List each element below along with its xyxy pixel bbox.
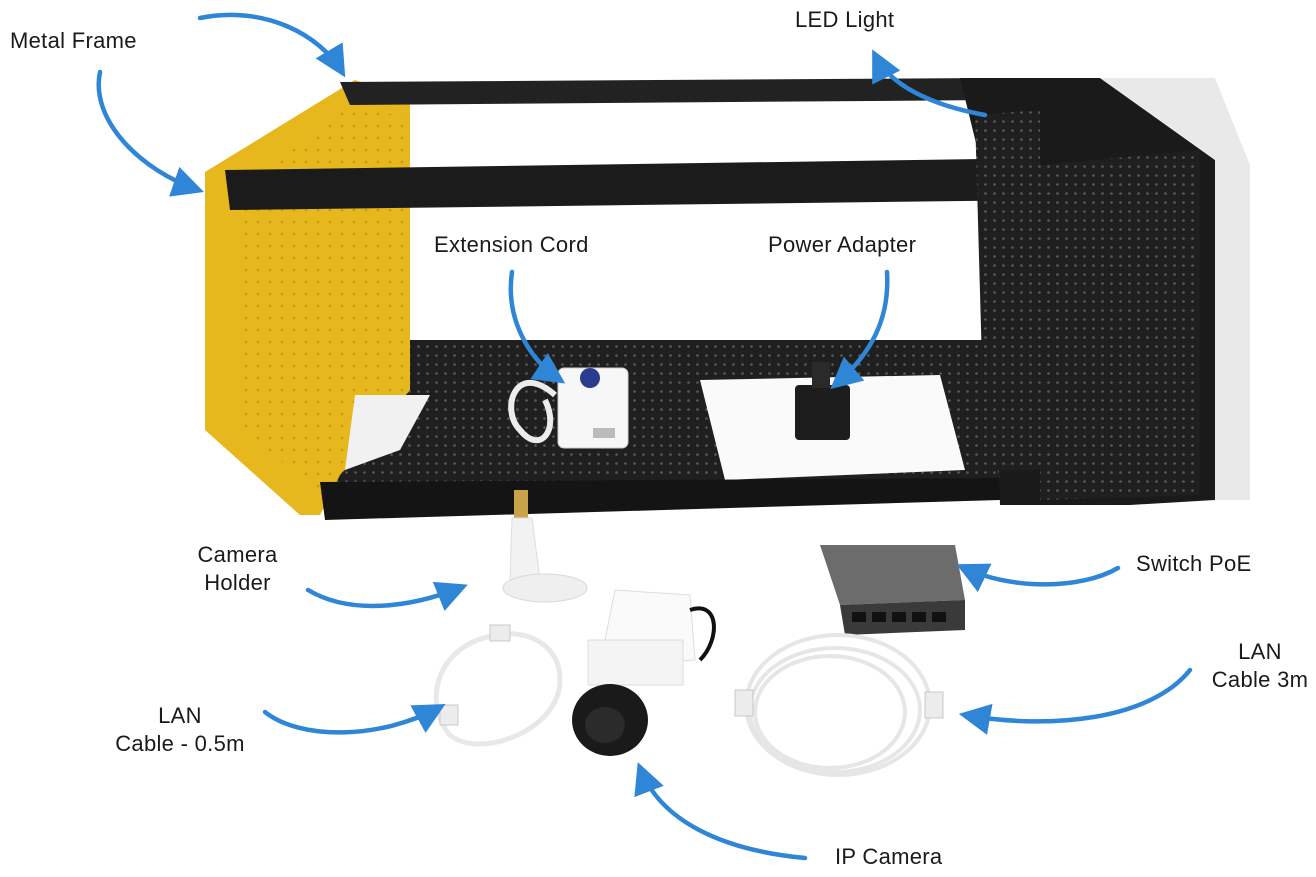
- label-lan-cable-long: LAN Cable 3m: [1210, 638, 1310, 694]
- label-camera-holder-line1: Camera: [197, 542, 278, 567]
- arrow-switch-poe: [956, 563, 1121, 593]
- extension-cord: [508, 367, 629, 449]
- label-extension-cord: Extension Cord: [434, 232, 589, 257]
- metal-frame: [205, 78, 1250, 520]
- callout-arrows: [96, 12, 1193, 861]
- arrow-metal-frame-side: [96, 69, 204, 197]
- switch-poe: [820, 545, 965, 635]
- bottom-rail: [320, 478, 1000, 520]
- arrow-metal-frame-top: [197, 12, 346, 78]
- top-rail-front: [225, 158, 1050, 210]
- arrow-power-adapter: [830, 269, 890, 390]
- right-inner-perforation: [975, 110, 1040, 470]
- label-camera-holder-line2: Holder: [204, 570, 271, 595]
- power-adapter: [795, 362, 850, 440]
- label-lan-short-line1: LAN: [158, 703, 202, 728]
- label-led-light: LED Light: [795, 7, 895, 32]
- label-lan-long-line2: Cable 3m: [1211, 667, 1309, 692]
- label-ip-camera: IP Camera: [835, 844, 943, 869]
- label-switch-poe: Switch PoE: [1136, 551, 1252, 576]
- lan-cable-long: [734, 633, 944, 777]
- right-side-perforation: [1040, 150, 1200, 500]
- panel-insert: [345, 395, 430, 470]
- arrow-lan-short: [262, 703, 446, 735]
- label-power-adapter: Power Adapter: [768, 232, 917, 257]
- arrow-ip-camera: [634, 762, 808, 861]
- white-housing: [1100, 78, 1250, 500]
- label-camera-holder: Camera Holder: [185, 541, 290, 597]
- arrow-extension-cord: [508, 269, 566, 384]
- arrow-camera-holder: [305, 581, 468, 612]
- camera-holder: [502, 490, 588, 603]
- top-rail-back: [340, 78, 995, 105]
- ip-camera: [572, 589, 716, 756]
- label-metal-frame: Metal Frame: [10, 28, 137, 53]
- label-lan-long-line1: LAN: [1238, 639, 1282, 664]
- arrow-led-light: [872, 49, 988, 118]
- label-lan-cable-short: LAN Cable - 0.5m: [95, 702, 265, 758]
- lan-cable-short: [433, 624, 563, 747]
- arrow-lan-long: [958, 667, 1193, 735]
- label-lan-short-line2: Cable - 0.5m: [115, 731, 245, 756]
